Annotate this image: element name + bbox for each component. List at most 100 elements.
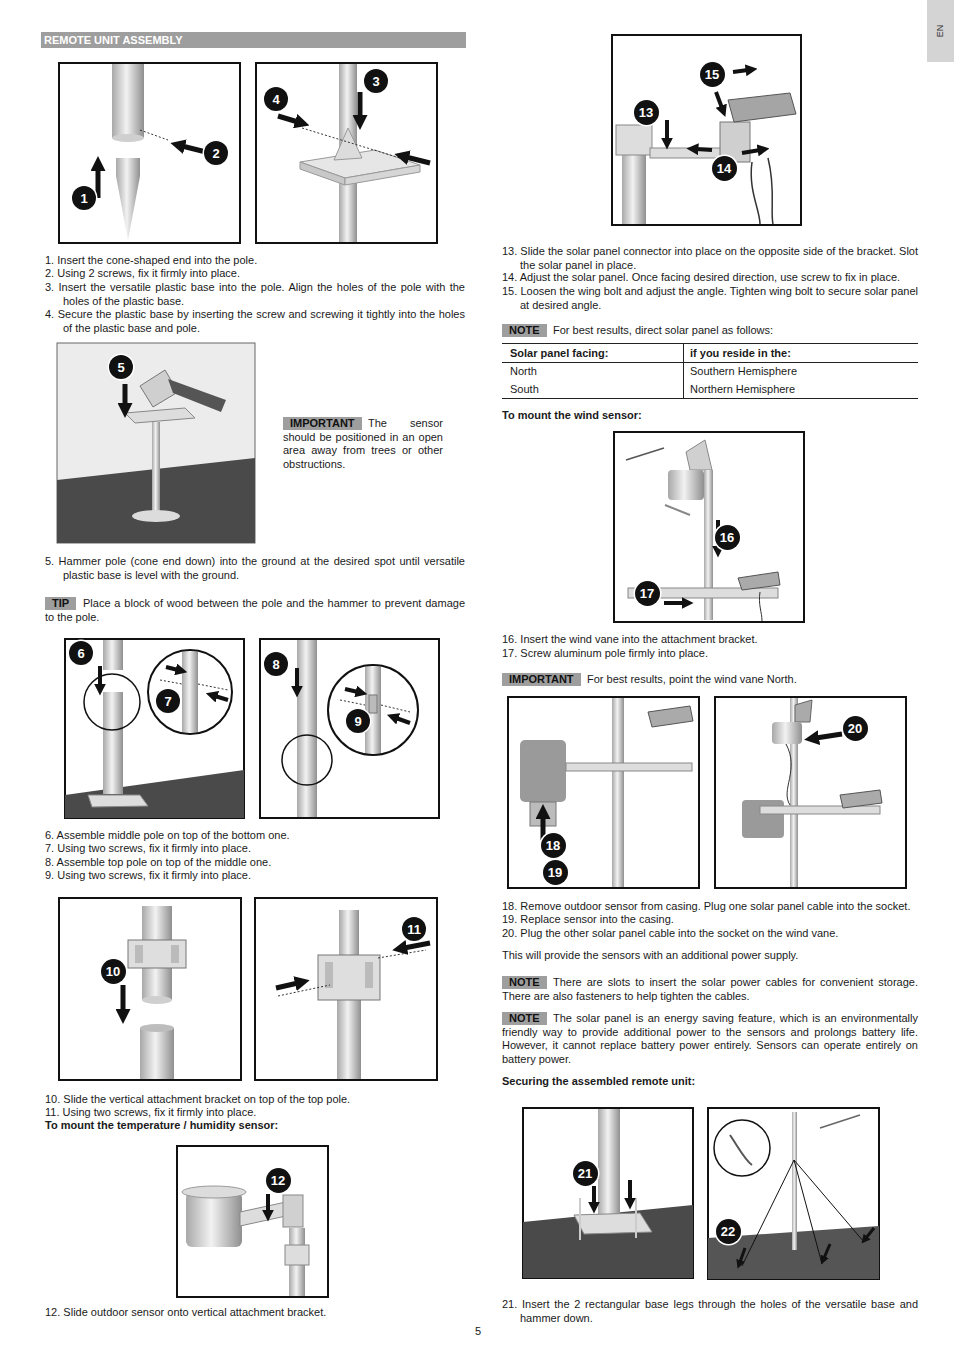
figure-full-assembly (715, 697, 906, 888)
figure-sensor-casing (612, 698, 624, 887)
table-cell: Southern Hemisphere (690, 365, 910, 379)
node-text: EN (935, 25, 945, 38)
node-text: 11 (407, 922, 421, 937)
figure-plastic-base (278, 116, 298, 122)
figure-cone-pole (112, 134, 144, 142)
figure-wind-vane (686, 440, 712, 470)
figure-guy-lines (794, 1160, 822, 1264)
figure-middle-pole (65, 639, 244, 818)
note-text: The sensor should be positioned in an op… (283, 417, 443, 471)
figure-full-assembly (786, 744, 791, 805)
figure-full-assembly (816, 734, 842, 738)
figure-base-legs (523, 1108, 693, 1278)
node-text: 20 (848, 721, 862, 736)
figure-outdoor-sensor (182, 1186, 246, 1198)
figure-outdoor-sensor (177, 1146, 328, 1297)
figure-top-pole (381, 705, 410, 712)
figure-solar-panel (716, 92, 722, 108)
node-text: 17 (640, 586, 654, 601)
callout-number: 6 (69, 641, 93, 665)
node-text: IMPORTANT (290, 417, 355, 429)
figure-plastic-base (256, 63, 437, 243)
figure-middle-pole (88, 795, 148, 807)
node-text: 21 (578, 1166, 592, 1181)
figure-bracket-screws (404, 943, 430, 948)
figure-bracket (135, 945, 143, 963)
step-text: 12. Slide outdoor sensor onto vertical a… (45, 1306, 465, 1320)
figure-outdoor-sensor (240, 1202, 286, 1226)
callout-number: 14 (712, 156, 737, 181)
section-title: REMOTE UNIT ASSEMBLY (44, 33, 183, 47)
figure-top-pole (282, 735, 332, 785)
figure-full-assembly (795, 700, 812, 722)
subheading: Securing the assembled remote unit: (502, 1075, 918, 1089)
node-text: 10 (106, 964, 120, 979)
figure-plastic-base (302, 128, 400, 158)
node-text: NOTE (509, 976, 540, 988)
figure-top-pole (340, 700, 365, 705)
figure-base-legs (598, 1109, 620, 1217)
callout-number: 20 (843, 716, 868, 741)
figure-top-pole (345, 689, 358, 692)
figure-top-pole (365, 667, 381, 753)
figure-plastic-base (406, 157, 430, 163)
figure-cone-pole (59, 63, 240, 243)
figure-guy-lines (740, 1248, 745, 1262)
note-badge: NOTE (502, 976, 547, 989)
language-tab: EN (927, 0, 954, 62)
figure-bracket-screws (365, 962, 373, 988)
step-text: 9. Using two screws, fix it firmly into … (45, 869, 465, 883)
figure-full-assembly (715, 697, 906, 888)
step-text: 10. Slide the vertical attachment bracke… (45, 1093, 465, 1107)
figure-bracket (142, 996, 172, 1004)
figure-plastic-base (256, 63, 437, 243)
figure-bracket-screws (378, 950, 426, 958)
callout-number: 12 (266, 1168, 291, 1193)
note-text: The solar panel is an energy saving feat… (502, 1012, 918, 1066)
step-text: 14. Adjust the solar panel. Once facing … (502, 271, 918, 285)
callout-number: 3 (364, 69, 388, 93)
node-text: 22 (721, 1224, 735, 1239)
figure-hammer (132, 510, 180, 522)
figure-solar-panel (696, 149, 712, 150)
node-text: 15 (705, 67, 719, 82)
callout-number: 16 (715, 525, 740, 550)
figure-solar-panel (733, 70, 748, 72)
step-text: 6. Assemble middle pole on top of the bo… (45, 829, 465, 843)
figure-hammer (152, 422, 160, 514)
figure-cone-pole (116, 158, 140, 176)
callout-number: 10 (101, 959, 126, 984)
node-text: IMPORTANT (509, 673, 574, 685)
figure-top-pole (328, 665, 418, 755)
figure-middle-pole (182, 652, 198, 732)
figure-hammer (57, 343, 255, 543)
figure-outdoor-sensor (285, 1245, 309, 1265)
figure-middle-pole (148, 650, 232, 734)
figure-guy-lines (792, 1112, 797, 1250)
figure-middle-pole (65, 639, 244, 818)
table-cell: Northern Hemisphere (690, 383, 910, 397)
subheading: To mount the temperature / humidity sens… (45, 1119, 465, 1133)
node-text: 9 (354, 714, 361, 729)
figure-wind-vane (738, 572, 780, 590)
table-rule (502, 343, 918, 344)
figure-base-legs (628, 1180, 632, 1200)
figure-sensor-casing (566, 763, 692, 771)
figure-base-legs (523, 1205, 693, 1278)
step-text: 13. Slide the solar panel connector into… (502, 245, 918, 272)
note-badge: IMPORTANT (502, 673, 581, 686)
node-text: 14 (717, 161, 731, 176)
figure-top-pole (295, 668, 299, 688)
step-text: 3. Insert the versatile plastic base int… (45, 281, 465, 308)
figure-top-pole (260, 639, 439, 818)
figure-plastic-base (358, 92, 363, 118)
figure-base-legs (635, 1198, 637, 1238)
subheading: To mount the wind sensor: (502, 409, 918, 423)
figure-middle-pole (84, 674, 140, 730)
node-text: 16 (720, 530, 734, 545)
figure-base-legs (523, 1108, 693, 1278)
figure-cone-pole (112, 64, 144, 138)
node-text: 19 (548, 865, 562, 880)
figure-cone-pole (116, 176, 140, 240)
